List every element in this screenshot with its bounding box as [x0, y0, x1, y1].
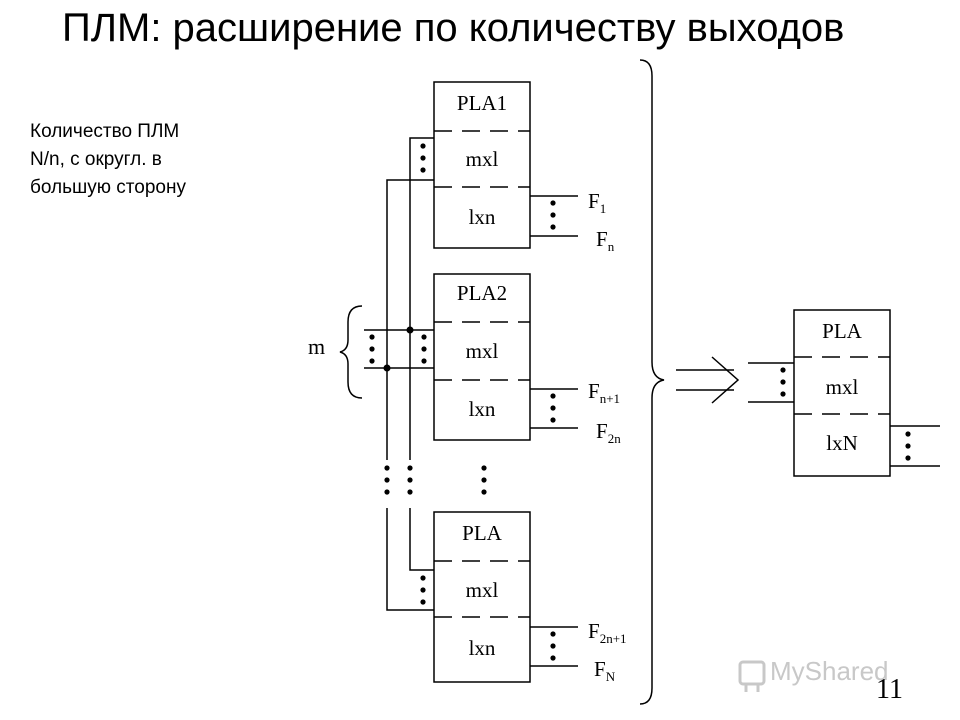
result-pla-block [793, 309, 891, 477]
output-label-f1: F1 [588, 189, 606, 216]
output-label-f2n1: F2n+1 [588, 619, 627, 646]
input-bus-bottom [386, 508, 434, 611]
watermark-text: MyShared [770, 656, 889, 686]
result-and-plane-label: mxl [826, 375, 859, 399]
pla-block-3 [433, 511, 531, 683]
junction-dot [406, 326, 414, 334]
and-plane-label: mxl [466, 339, 499, 363]
slide-number: 11 [876, 674, 903, 705]
pla-name: PLA2 [457, 281, 507, 305]
or-plane-label: lxn [469, 397, 496, 421]
note-line: N/n, с округл. в [30, 149, 162, 170]
output-label-f2n: F2n [596, 419, 621, 446]
pla-block-2 [433, 273, 531, 441]
result-pla-name: PLA [822, 319, 863, 343]
pla-name: PLA1 [457, 91, 507, 115]
output-label-fN: FN [594, 657, 616, 684]
note-line: Количество ПЛМ [30, 121, 180, 142]
or-plane-label: lxn [469, 205, 496, 229]
input-count-label: m [308, 334, 325, 359]
and-plane-label: mxl [466, 578, 499, 602]
junction-dots [383, 326, 414, 372]
input-brace [339, 305, 363, 399]
input-bus-top [409, 508, 434, 571]
note-text: Количество ПЛМ N/n, с округл. в большую … [30, 118, 186, 202]
input-bus-top [409, 137, 434, 330]
arrow-head [711, 356, 740, 404]
output-label-fn1: Fn+1 [588, 379, 620, 406]
result-or-plane-label: lxN [826, 431, 858, 455]
or-plane-label: lxn [469, 636, 496, 660]
page-title: ПЛМ: расширение по количеству выходов [62, 6, 845, 50]
output-label-fn: Fn [596, 227, 615, 254]
ellipsis-dots [369, 143, 911, 661]
and-plane-label: mxl [466, 147, 499, 171]
pla-block-1 [433, 81, 531, 249]
pla-name: PLA [462, 521, 503, 545]
note-line: большую сторону [30, 177, 186, 198]
watermark-icon [738, 660, 766, 692]
group-brace [639, 59, 665, 705]
junction-dot [383, 364, 391, 372]
